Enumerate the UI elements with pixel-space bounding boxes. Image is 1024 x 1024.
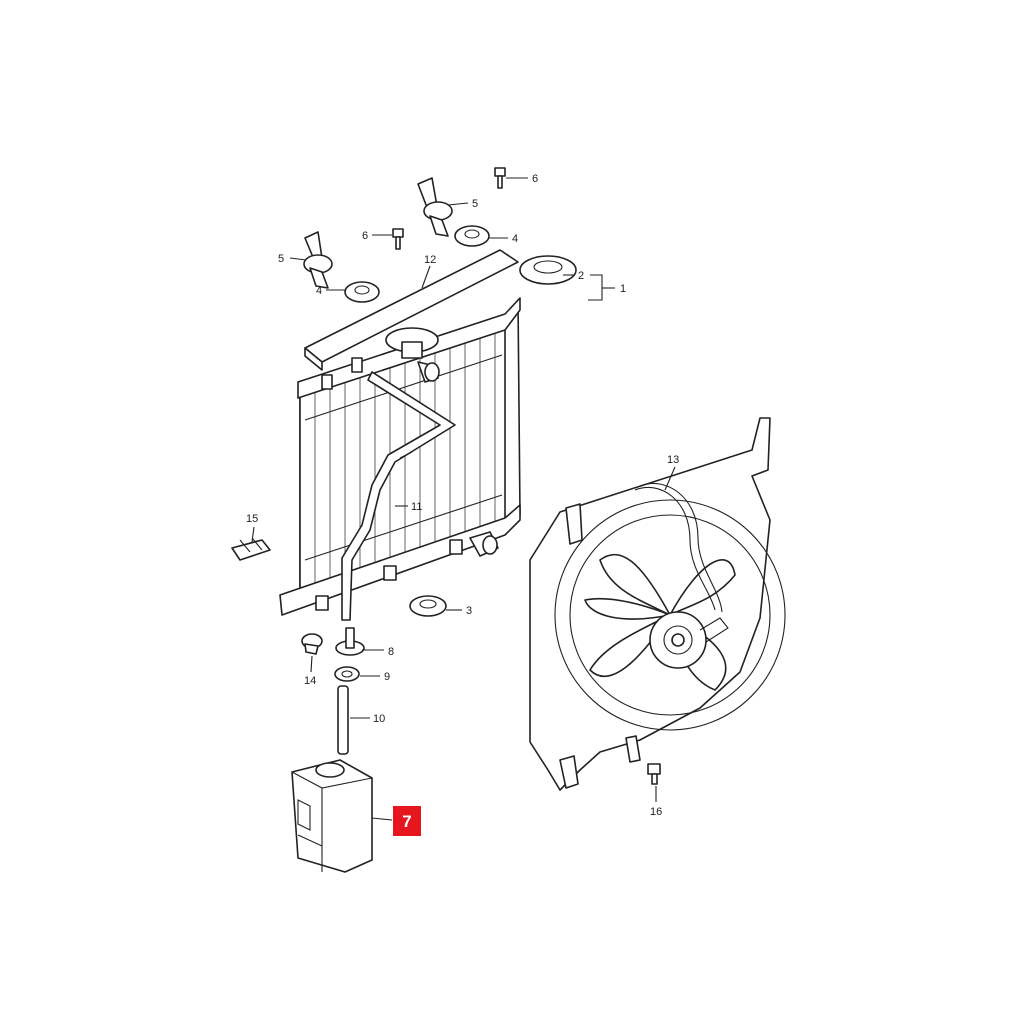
upper-bracket-right[interactable] xyxy=(417,177,453,237)
radiator[interactable] xyxy=(279,297,521,616)
bolt-upper-middle[interactable] xyxy=(392,228,404,250)
radiator-cap[interactable] xyxy=(519,255,577,285)
callout-1: 1 xyxy=(620,283,626,295)
callout-labels: 1 2 3 4 4 5 5 6 6 8 9 10 11 12 13 14 15 … xyxy=(246,173,679,818)
callout-9: 9 xyxy=(384,671,390,683)
callout-3: 3 xyxy=(466,605,472,617)
callout-12: 12 xyxy=(424,254,436,266)
callout-13: 13 xyxy=(667,454,679,466)
highlighted-callout-7[interactable]: 7 xyxy=(393,806,421,836)
clamp[interactable] xyxy=(231,537,271,561)
callout-11: 11 xyxy=(411,501,422,513)
bolt-upper-right[interactable] xyxy=(494,167,506,189)
callout-5a: 5 xyxy=(278,253,284,265)
callout-8: 8 xyxy=(388,646,394,658)
reservoir-hose[interactable] xyxy=(337,685,349,755)
highlight-label: 7 xyxy=(402,812,411,831)
coolant-reservoir-tank[interactable] xyxy=(291,759,373,873)
fan-wiring xyxy=(634,482,723,613)
shroud-bolt[interactable] xyxy=(647,763,661,785)
rubber-bushing-right[interactable] xyxy=(454,225,490,247)
radiator-top-seal[interactable] xyxy=(304,249,519,371)
callout-15: 15 xyxy=(246,513,258,525)
lower-rubber-mount[interactable] xyxy=(409,595,447,617)
overflow-hose[interactable] xyxy=(341,371,456,621)
callout-10: 10 xyxy=(373,713,385,725)
leader-lines xyxy=(251,177,676,821)
callout-5b: 5 xyxy=(472,198,478,210)
radiator-fins xyxy=(304,332,503,585)
hose-clip[interactable] xyxy=(301,633,323,655)
reservoir-cap[interactable] xyxy=(335,627,365,656)
callout-16: 16 xyxy=(650,806,662,818)
upper-bracket-left[interactable] xyxy=(303,231,333,289)
callout-2: 2 xyxy=(578,270,584,282)
callout-14: 14 xyxy=(304,675,316,687)
callout-6a: 6 xyxy=(532,173,538,185)
rubber-bushing-left[interactable] xyxy=(344,281,380,303)
callout-4a: 4 xyxy=(316,285,322,297)
callout-4b: 4 xyxy=(512,233,518,245)
highlight-box xyxy=(393,806,421,836)
cap-gasket[interactable] xyxy=(334,666,360,682)
callout-6b: 6 xyxy=(362,230,368,242)
fan-motor[interactable] xyxy=(649,611,729,669)
